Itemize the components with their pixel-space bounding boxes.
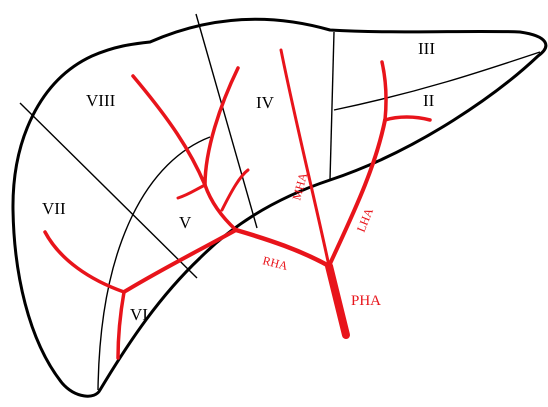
segment-label-vii: VII bbox=[42, 199, 66, 218]
segment-label-iii: III bbox=[418, 39, 435, 58]
segment-label-viii: VIII bbox=[86, 91, 116, 110]
boundary-vii-viii bbox=[20, 103, 197, 278]
left-hepatic-artery bbox=[329, 120, 385, 266]
vessel-label-rha: RHA bbox=[261, 253, 289, 273]
vessel-label-mha: MHA bbox=[289, 171, 310, 202]
branch-v-right bbox=[222, 170, 248, 210]
boundary-iv-iii bbox=[330, 32, 334, 180]
branch-vi bbox=[118, 292, 124, 358]
boundary-viii-iv bbox=[196, 14, 257, 228]
segment-label-ii: II bbox=[423, 91, 435, 110]
middle-hepatic-artery bbox=[281, 50, 329, 266]
segment-label-vi: VI bbox=[130, 305, 148, 324]
vessel-label-lha: LHA bbox=[354, 206, 376, 234]
branch-v-left bbox=[178, 185, 205, 198]
segment-label-v: V bbox=[179, 213, 192, 232]
branch-viii-left bbox=[133, 76, 205, 185]
lha-branch-iii bbox=[382, 62, 386, 120]
vessel-label-pha: PHA bbox=[351, 293, 381, 309]
segment-label-iv: IV bbox=[256, 93, 275, 112]
branch-viii-right bbox=[205, 68, 238, 185]
proper-hepatic-artery bbox=[329, 266, 346, 335]
branch-vii bbox=[45, 232, 124, 292]
rha-posterior-branch bbox=[124, 230, 236, 292]
lha-branch-ii bbox=[385, 117, 430, 120]
